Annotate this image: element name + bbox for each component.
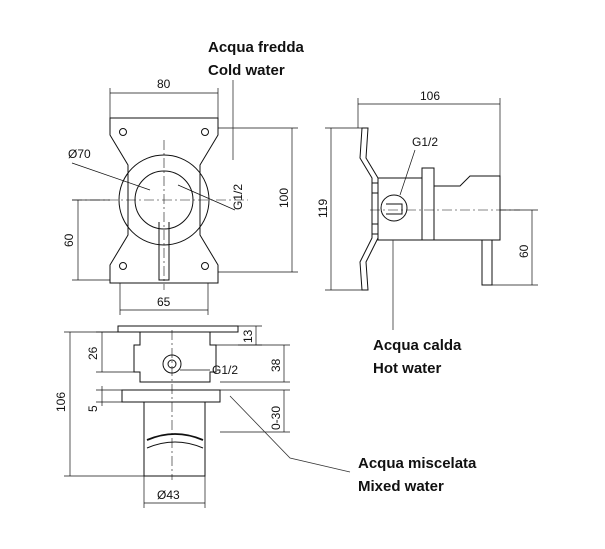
label-hot-it: Acqua calda [373, 337, 462, 354]
dim-width: 80 [157, 77, 171, 91]
rosette-plate [421, 167, 435, 241]
screw-hole [119, 128, 127, 136]
dim-height: 119 [316, 199, 330, 218]
dim-depth: 106 [420, 89, 440, 103]
dim-26: 26 [86, 346, 100, 360]
dim-5: 5 [86, 405, 100, 412]
valve-body [133, 331, 217, 383]
rosette [121, 389, 221, 403]
label-mixed-it: Acqua miscelata [358, 455, 477, 472]
side-view: 106 119 G1/2 60 [316, 89, 538, 330]
dim-thread: G1/2 [212, 363, 238, 377]
handle-body [433, 175, 501, 241]
screw-hole [201, 262, 209, 270]
dim-bottom-width: 65 [157, 295, 171, 309]
dim-range: 0-30 [269, 406, 283, 430]
dim-thread: G1/2 [231, 184, 245, 210]
handle-contour [146, 433, 204, 441]
inlet-thread-circle [380, 194, 408, 222]
mounting-plate [109, 117, 219, 284]
top-view: 13 26 38 G1/2 5 106 0-30 Ø43 [54, 325, 351, 508]
inlet-stub [371, 223, 379, 235]
screw-hole [119, 262, 127, 270]
label-mixed-en: Mixed water [358, 478, 444, 495]
dim-diameter: Ø70 [68, 147, 91, 161]
dim-diameter: Ø43 [157, 488, 180, 502]
label-cold-en: Cold water [208, 62, 285, 79]
dim-13: 13 [241, 329, 255, 343]
screw-hole [201, 128, 209, 136]
wall-bracket [359, 127, 379, 291]
dim-thread: G1/2 [412, 135, 438, 149]
dim-height: 100 [277, 188, 291, 208]
valve-body [377, 177, 423, 241]
handle [143, 402, 206, 477]
inlet-stub [371, 182, 379, 194]
dim-offset: 60 [62, 233, 76, 247]
label-cold-it: Acqua fredda [208, 39, 305, 56]
back-plate [117, 325, 239, 333]
label-hot-en: Hot water [373, 360, 442, 377]
lever [481, 240, 493, 286]
dim-offset: 60 [517, 244, 531, 258]
dim-106: 106 [54, 392, 68, 412]
dim-38: 38 [269, 358, 283, 372]
front-view: 80 Ø70 G1/2 100 60 65 [62, 77, 298, 315]
